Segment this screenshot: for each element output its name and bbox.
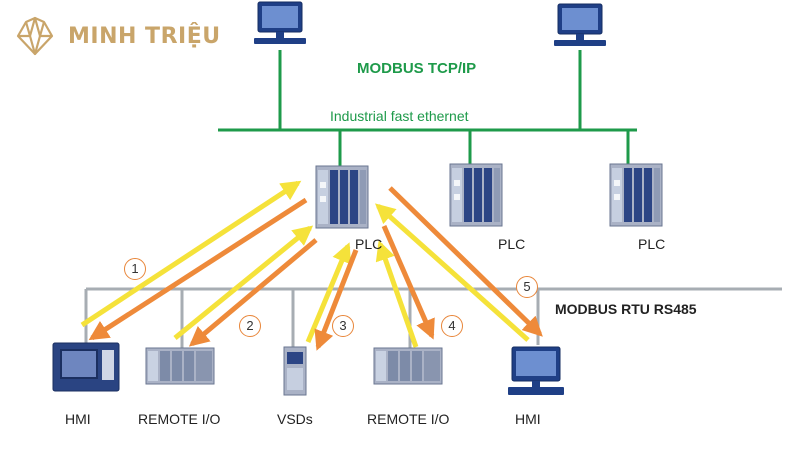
device-label-remote-io-2: REMOTE I/O (367, 411, 450, 427)
step-marker-5: 5 (516, 276, 538, 298)
plc-label-1: PLC (355, 236, 383, 252)
arrow-request-4 (375, 240, 419, 348)
arrow-response-1 (88, 197, 308, 341)
hmi-pc-icon (508, 346, 564, 395)
step-marker-4: 4 (441, 315, 463, 337)
plc-icon-3 (609, 163, 663, 227)
plc-icon-main (315, 165, 369, 229)
remote-io-icon-2 (373, 347, 443, 385)
vsd-icon (283, 346, 307, 396)
brand-logo: MINH TRIỆU (12, 14, 221, 58)
backbone-label: Industrial fast ethernet (330, 108, 469, 124)
bottom-protocol-label: MODBUS RTU RS485 (555, 301, 697, 317)
device-label-vsds: VSDs (277, 411, 313, 427)
hmi-panel-icon (52, 342, 120, 392)
plc-icon-2 (449, 163, 503, 227)
brand-name: MINH TRIỆU (68, 23, 221, 49)
plc-label-2: PLC (498, 236, 526, 252)
arrow-request-1 (80, 180, 302, 328)
crystal-logo-icon (16, 16, 54, 56)
step-marker-3: 3 (332, 315, 354, 337)
plc-label-3: PLC (638, 236, 666, 252)
pc-icon-left (253, 1, 307, 45)
top-protocol-label: MODBUS TCP/IP (357, 60, 477, 77)
arrow-request-3 (305, 242, 352, 343)
arrow-response-5 (388, 186, 543, 337)
arrow-request-5 (375, 203, 530, 342)
arrow-response-2 (188, 238, 318, 347)
device-label-remote-io-1: REMOTE I/O (138, 411, 221, 427)
remote-io-icon-1 (145, 347, 215, 385)
step-marker-2: 2 (239, 315, 261, 337)
device-label-hmi-2: HMI (515, 411, 541, 427)
arrow-response-3 (314, 249, 359, 351)
step-marker-1: 1 (124, 258, 146, 280)
pc-icon-right (553, 3, 607, 47)
device-label-hmi-1: HMI (65, 411, 91, 427)
arrow-request-2 (173, 225, 314, 340)
arrow-response-4 (381, 225, 435, 340)
